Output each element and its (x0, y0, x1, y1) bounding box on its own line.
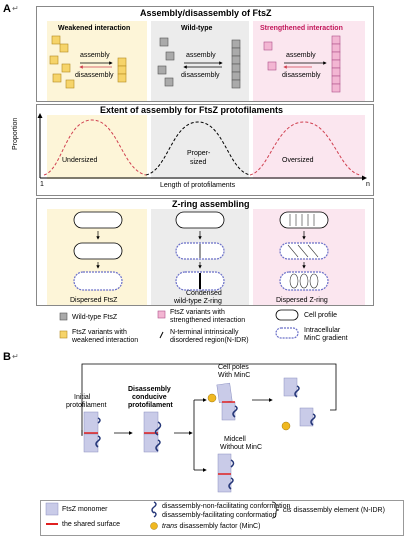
a1-strong-bg (253, 21, 365, 101)
legend-b-shared: the shared surface (62, 521, 120, 528)
a2-weak-bg (47, 115, 147, 179)
a1-weak-disassembly: disassembly (75, 72, 114, 79)
a3-label-wild-l2: wild-type Z-ring (174, 298, 222, 305)
a1-weak-bg (47, 21, 147, 101)
a2-wild-bg (151, 115, 249, 179)
a1-wild-disassembly: disassembly (181, 72, 220, 79)
legend-b-nonfac: disassembly-non-facilitating conformatio… (162, 503, 291, 510)
legend-b-monomer: FtsZ monomer (62, 506, 108, 513)
a1-wild-assembly: assembly (186, 52, 216, 59)
b-conducive-l2: conducive (132, 394, 167, 401)
undersized-curve (43, 119, 147, 176)
a3-label-wild-l1: Condensed (186, 290, 222, 297)
legend-a-nidr-l1: N-terminal intrinsically (170, 329, 239, 336)
a3-title: Z-ring assembling (172, 199, 250, 209)
legend-a-strong-l2: strengthened interaction (170, 317, 246, 324)
cell-weak-bottom (73, 242, 123, 260)
a2-strong-bg (253, 115, 365, 179)
a1-weak-assembly: assembly (80, 52, 110, 59)
legend-b-fac: disassembly-facilitating conformation (162, 512, 277, 519)
cell-wild-top (175, 211, 225, 229)
a1-weak-heading: Weakened interaction (58, 25, 131, 32)
b-midcell-l2: Without MinC (220, 444, 263, 451)
panel-b-label: B (3, 351, 11, 363)
b-poles-l1: Cell poles (218, 364, 249, 371)
b-midcell-l1: Midcell (224, 436, 246, 443)
a2-title: Extent of assembly for FtsZ protofilamen… (100, 105, 284, 115)
a1-strong-assembly: assembly (286, 52, 316, 59)
weak-monomers (49, 35, 127, 89)
a1-title: Assembly/disassembly of FtsZ (140, 8, 272, 18)
a2-oversized: Oversized (282, 157, 314, 164)
panel-a-label: A (3, 3, 11, 15)
cycle-loop (81, 363, 337, 435)
legend-a-nidr-l2: disordered region(N-IDR) (170, 337, 249, 344)
panel-a2 (36, 104, 374, 196)
a1-strong-heading: Strengthened interaction (260, 25, 343, 32)
midcell-protofilament (217, 453, 235, 493)
legend-a-minc-l1: Intracellular (304, 327, 341, 334)
b-conducive-l3: protofilament (128, 402, 173, 409)
a2-proper-l1: Proper- (187, 150, 211, 157)
a3-label-weak: Dispersed FtsZ (70, 297, 118, 304)
strong-monomers (263, 35, 341, 93)
conducive-protofilament (143, 411, 162, 453)
b-conducive-l1: Disassembly (128, 386, 171, 393)
a2-xlabel: Length of protofilaments (160, 182, 236, 189)
proper-curve (145, 121, 251, 176)
cell-strong-top (279, 211, 329, 229)
poles-protofilament (207, 382, 238, 421)
legend-b-trans-italic: trans (162, 523, 178, 530)
b-initial-l2: protofilament (66, 402, 107, 409)
legend-b-cis-rest: disassembly element (N-IDR) (291, 507, 385, 514)
wild-monomers (157, 37, 241, 89)
legend-a-weak-l2: weakened interaction (72, 337, 139, 344)
return-mark: ↵ (12, 4, 19, 13)
legend-b-box (40, 500, 404, 536)
legend-b-trans: trans disassembly factor (MinC) (162, 523, 260, 530)
b-poles-l2: With MinC (218, 372, 251, 379)
legend-a-weak-l1: FtsZ variants with (72, 329, 127, 336)
legend-b-cis-italic: cis (283, 507, 292, 514)
a1-wild-heading: Wild-type (181, 25, 213, 32)
cell-weak-final (73, 271, 123, 291)
dissociated-monomers (281, 377, 316, 431)
legend-a-wt: Wild-type FtsZ (72, 314, 118, 321)
panel-a1 (36, 6, 374, 102)
legend-a-minc-l2: MinC gradient (304, 335, 348, 342)
legend-b-cis: cis disassembly element (N-IDR) (283, 507, 385, 514)
initial-protofilament (83, 411, 101, 453)
oversized-curve (249, 121, 361, 176)
a2-x-end: n (366, 181, 370, 188)
a1-strong-disassembly: disassembly (282, 72, 321, 79)
a3-label-strong: Dispersed Z-ring (276, 297, 328, 304)
return-mark-b: ↵ (12, 352, 19, 361)
legend-a-cell: Cell profile (304, 312, 338, 319)
a2-undersized: Undersized (62, 157, 98, 164)
cell-weak-top (73, 211, 123, 229)
a2-proper-l2: sized (190, 159, 207, 166)
legend-a-strong-l1: FtsZ variants with (170, 309, 225, 316)
cell-strong-final (279, 271, 329, 291)
legend-b-trans-rest: disassembly factor (MinC) (177, 523, 261, 530)
a2-x-start: 1 (40, 181, 44, 188)
